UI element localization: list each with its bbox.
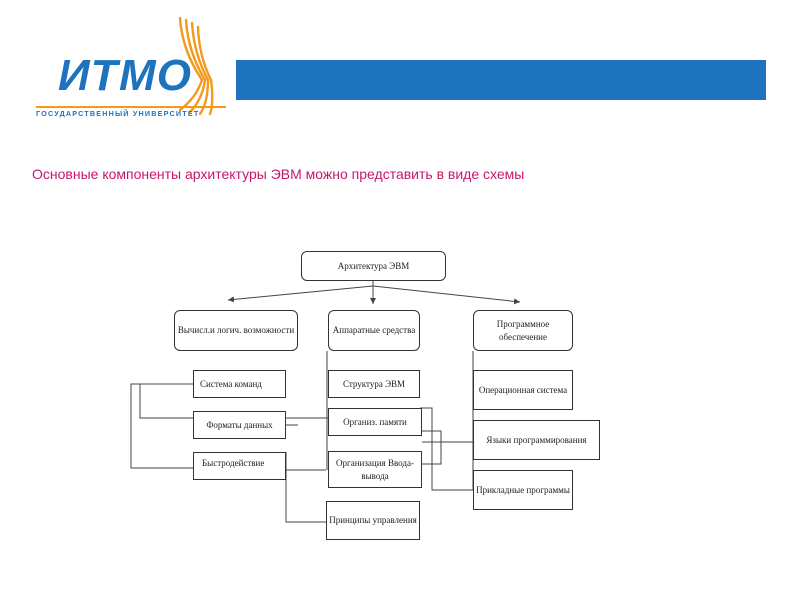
- node-control-principles: Принципы управления: [326, 501, 420, 540]
- memory-io-bracket-line: [422, 430, 442, 465]
- speed-to-principles-line: [285, 452, 326, 523]
- node-performance: Быстродействие: [193, 452, 286, 480]
- arrow-to-comp: [227, 285, 374, 303]
- logo-wordmark: ИТМО: [58, 51, 192, 100]
- structure-to-apps-line: [420, 407, 473, 491]
- node-os: Операционная система: [473, 370, 573, 410]
- node-data-formats: Форматы данных: [193, 411, 286, 439]
- slide-heading: Основные компоненты архитектуры ЭВМ можн…: [32, 166, 525, 182]
- logo-underline: [36, 106, 226, 108]
- node-sw: Программное обеспечение: [473, 310, 573, 351]
- comp-bracket-inner: [139, 384, 193, 419]
- node-applications: Прикладные программы: [473, 470, 573, 510]
- node-command-system: Система команд: [193, 370, 286, 398]
- node-languages: Языки программирования: [473, 420, 600, 460]
- node-io-org: Организация Ввода-вывода: [328, 451, 422, 488]
- logo-emblem-icon: [178, 16, 214, 116]
- comp-bracket-outer: [130, 383, 193, 469]
- node-comp: Вычисл.и логич. возможности: [174, 310, 298, 351]
- itmo-logo: ИТМО ГОСУДАРСТВЕННЫЙ УНИВЕРСИТЕТ: [30, 10, 230, 125]
- arrow-to-sw: [372, 285, 521, 305]
- node-memory-org: Организ. памяти: [328, 408, 422, 436]
- logo-subtitle: ГОСУДАРСТВЕННЫЙ УНИВЕРСИТЕТ: [36, 109, 200, 118]
- node-structure: Структура ЭВМ: [328, 370, 420, 398]
- node-hw: Аппаратные средства: [328, 310, 420, 351]
- header-bar: [236, 60, 766, 100]
- node-root: Архитектура ЭВМ: [301, 251, 446, 281]
